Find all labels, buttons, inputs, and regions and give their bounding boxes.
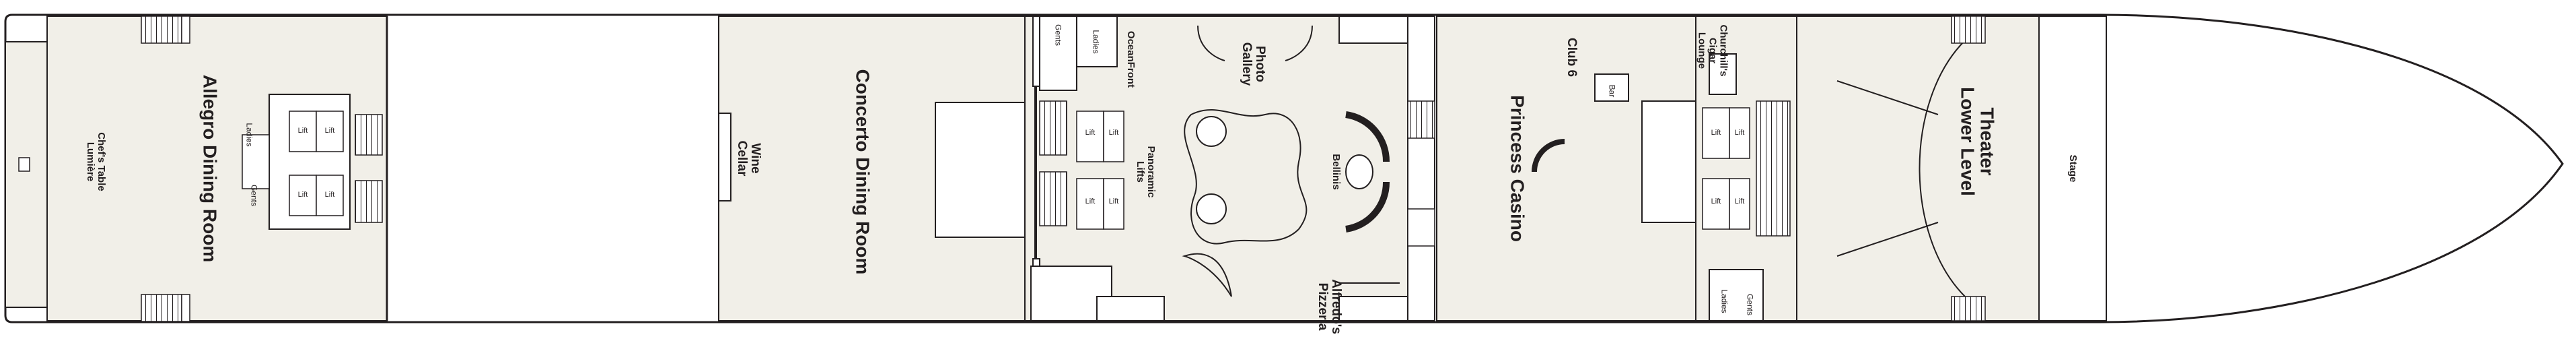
theater-room-shape [1796,16,2040,321]
aft-deck-edge [5,41,48,308]
aft-stair-lower [355,180,383,223]
mid-stair-upper [1039,100,1067,156]
mid-stair-lower [1039,171,1067,226]
atrium-gallery-outline [1184,108,1308,245]
forward-stair [1756,100,1791,237]
galley-cutout [935,102,1030,238]
stage-shape [2038,16,2107,321]
aft-stair-upper [355,114,383,156]
theater-seating-arc [1919,40,1966,297]
wine-cellar-shape [718,113,731,202]
